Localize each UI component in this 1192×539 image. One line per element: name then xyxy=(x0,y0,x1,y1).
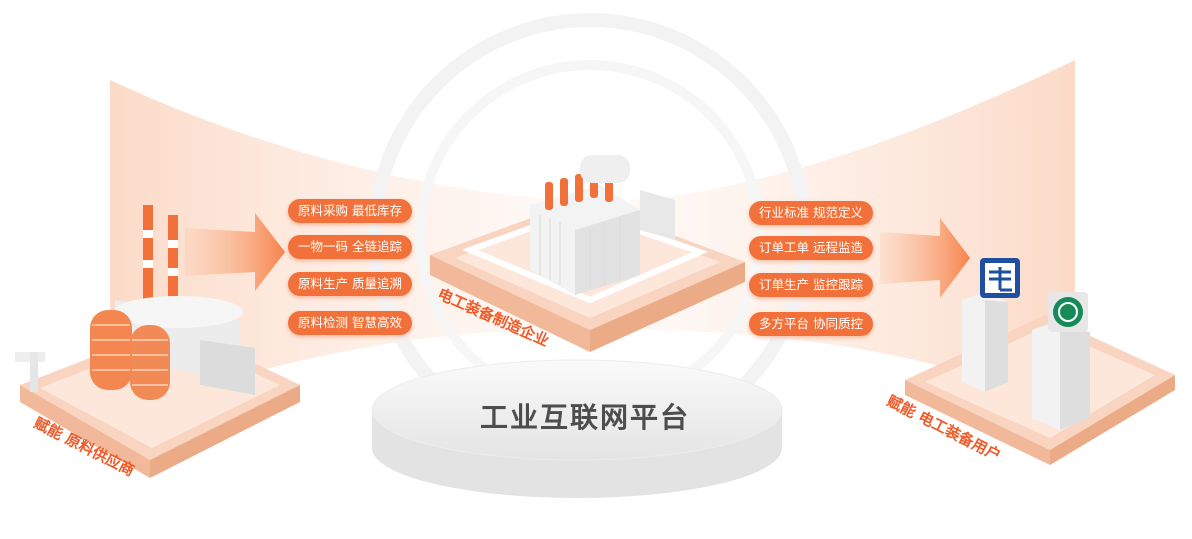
feature-pill: 订单生产 监控跟踪 xyxy=(749,273,873,297)
feature-pill: 多方平台 协同质控 xyxy=(749,312,873,336)
arrow-right-icon xyxy=(880,218,970,298)
state-grid-logo-icon xyxy=(980,258,1088,332)
building-icon xyxy=(905,292,1175,465)
platform-title: 工业互联网平台 xyxy=(479,401,690,434)
transformer-icon xyxy=(430,155,745,352)
factory-icon xyxy=(15,205,300,478)
platform-disc xyxy=(371,359,783,498)
feature-pill: 原料生产 质量追溯 xyxy=(288,272,412,296)
arrow-right-icon xyxy=(185,213,285,291)
feature-pill: 订单工单 远程监造 xyxy=(749,236,873,260)
feature-pill: 一物一码 全链追踪 xyxy=(288,235,412,259)
feature-pill: 原料采购 最低库存 xyxy=(288,199,412,223)
feature-pill: 原料检测 智慧高效 xyxy=(288,311,412,335)
feature-pill: 行业标准 规范定义 xyxy=(749,201,873,225)
